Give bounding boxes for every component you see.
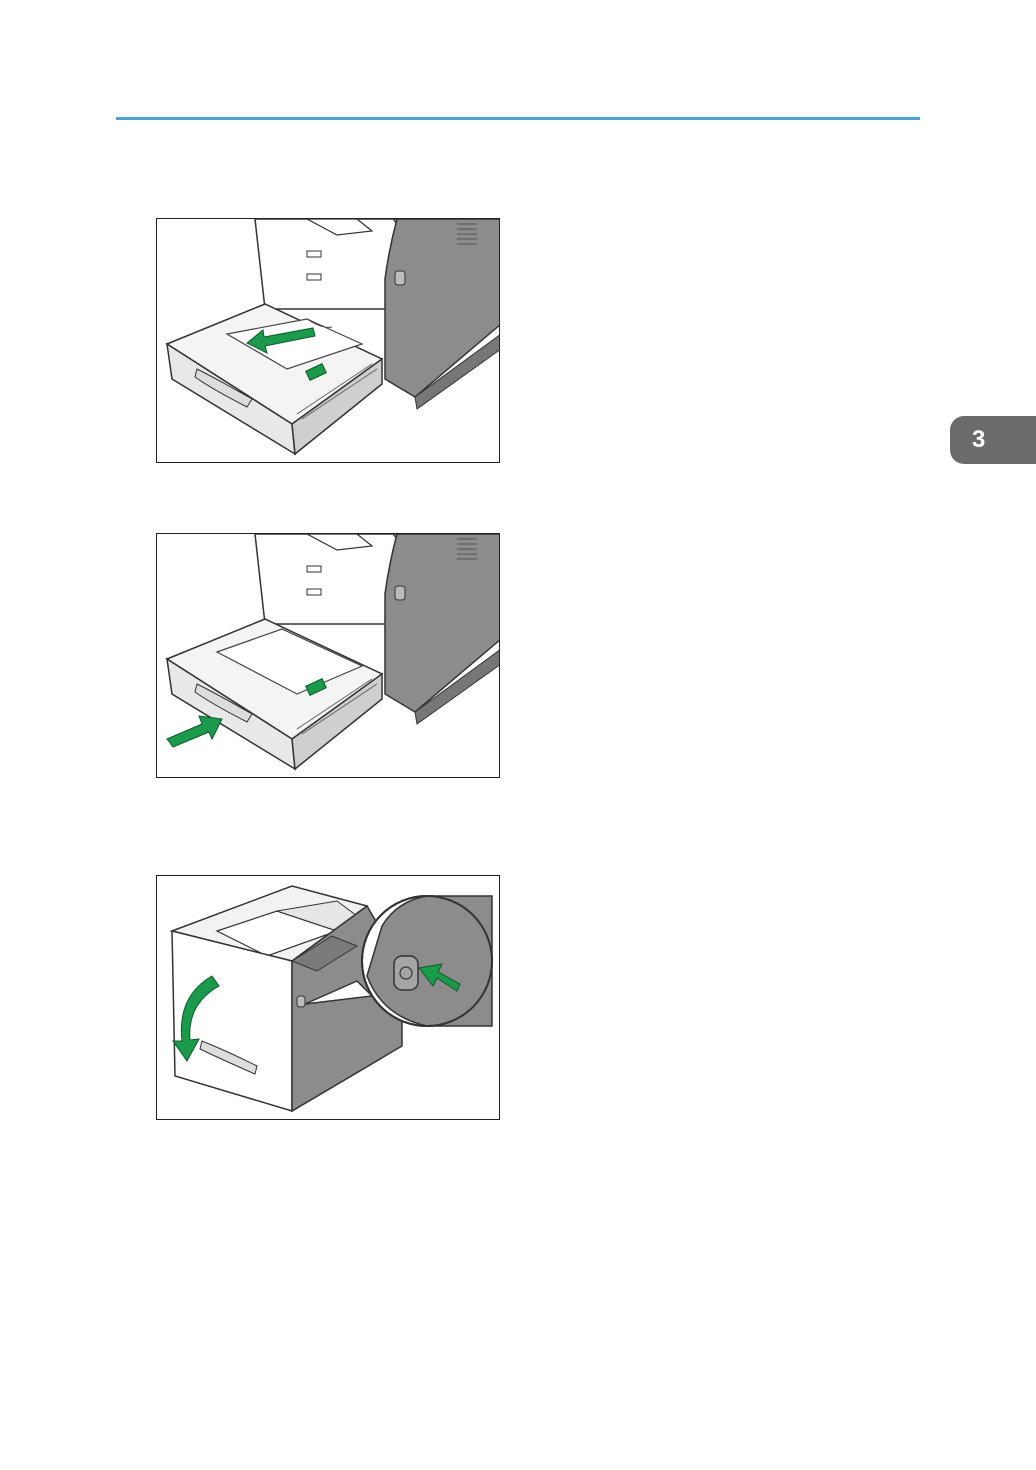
printer-tray-push-in-icon — [157, 534, 500, 778]
printer-tray-remove-jammed-paper-icon — [157, 219, 500, 463]
header-rule — [116, 117, 920, 120]
printer-front-cover-release-button-icon — [157, 876, 500, 1120]
chapter-tab[interactable]: 3 — [950, 416, 1036, 464]
figure-remove-jammed-paper — [156, 218, 500, 463]
figure-push-tray-in — [156, 533, 500, 778]
chapter-tab-number: 3 — [972, 426, 985, 454]
figure-open-front-cover — [156, 875, 500, 1120]
